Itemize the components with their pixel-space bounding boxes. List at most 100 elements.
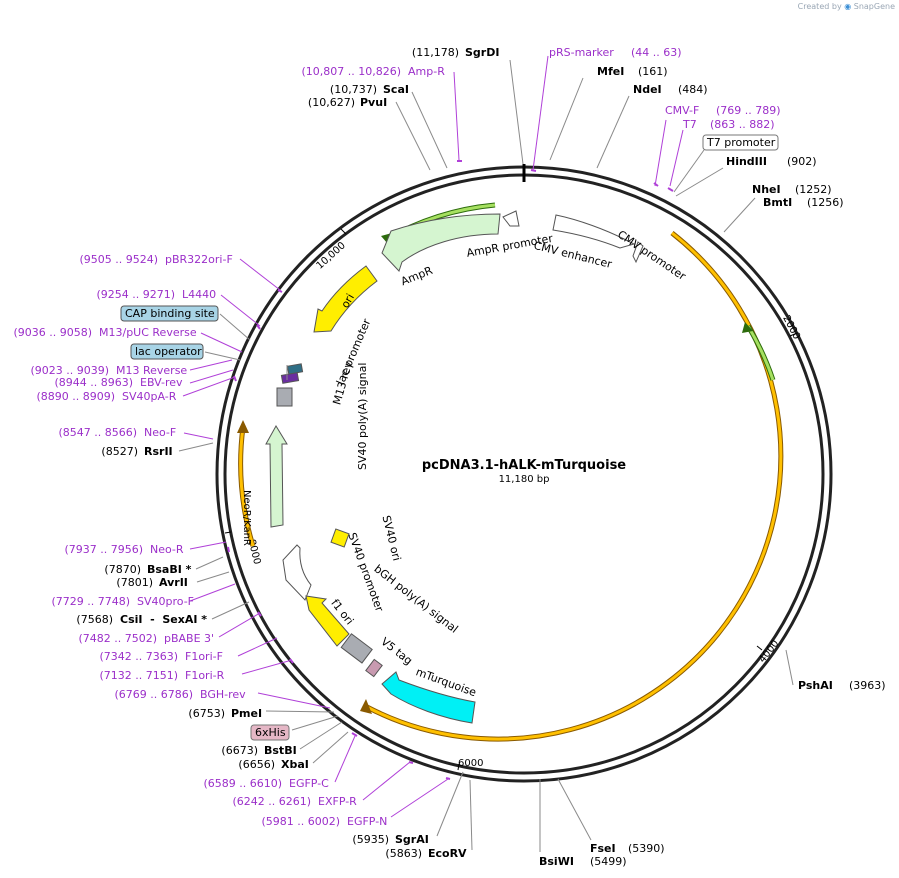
backbone [215,164,833,783]
orf-arc-right-head [360,699,372,714]
svg-text:pBABE 3': pBABE 3' [164,632,214,645]
feature-ampr [381,213,501,272]
svg-text:(7132 .. 7151): (7132 .. 7151) [99,669,178,682]
svg-text:AvrII: AvrII [159,576,188,589]
site-fsei: FseI (5390) [590,842,665,855]
plasmid-size: 11,180 bp [499,474,550,485]
svg-text:(5499): (5499) [590,855,627,868]
svg-text:(7937 .. 7956): (7937 .. 7956) [64,543,143,556]
site-ndei: NdeI (484) [633,83,708,96]
svg-text:EcoRV: EcoRV [428,847,467,860]
feature-bgh-polya [340,633,373,664]
svg-text:(7342 .. 7363): (7342 .. 7363) [99,650,178,663]
leader-lines [178,55,794,852]
svg-text:pRS-marker: pRS-marker [549,46,614,59]
svg-text:(7801): (7801) [116,576,153,589]
svg-text:(8527): (8527) [101,445,138,458]
feature-cmv-enhancer [552,214,636,249]
svg-text:(1256): (1256) [807,196,844,209]
site-pvui: (10,627) PvuI [308,96,387,109]
svg-text:(9505 .. 9524): (9505 .. 9524) [79,253,158,266]
label-sv40-polya: SV40 poly(A) signal [356,363,369,470]
svg-text:ScaI: ScaI [383,83,409,96]
position-ticks: 10,000 2000 4000 6000 8000 [224,228,802,771]
site-neo-r: (7937 .. 7956) Neo-R [64,543,183,556]
svg-text:PvuI: PvuI [360,96,387,109]
site-pbr322ori-f: (9505 .. 9524) pBR322ori-F [79,253,232,266]
site-amp-r: (10,807 .. 10,826) Amp-R [301,65,445,78]
svg-text:M13 Reverse: M13 Reverse [116,364,187,377]
site-f1ori-f: (7342 .. 7363) F1ori-F [99,650,223,663]
svg-text:(6656): (6656) [238,758,275,771]
site-xbai: (6656) XbaI [238,758,308,771]
site-t7: T7 (863 .. 882) [682,118,775,131]
feature-ampr-promoter [502,210,520,227]
site-lac-operator: lac operator [130,343,204,360]
site-sgrdi: (11,178) SgrDI [412,46,500,59]
svg-text:SV40pro-F: SV40pro-F [137,595,194,608]
site-m13-reverse: (9023 .. 9039) M13 Reverse [30,364,187,377]
site-pbabe3: (7482 .. 7502) pBABE 3' [78,632,214,645]
svg-text:(7870): (7870) [104,563,141,576]
svg-text:BsaBI *: BsaBI * [147,563,192,576]
label-ori: ori [339,292,357,311]
site-exfp-r: (6242 .. 6261) EXFP-R [232,795,357,808]
svg-text:(161): (161) [638,65,668,78]
svg-text:L4440: L4440 [182,288,216,301]
feature-f1-ori [305,595,350,647]
label-v5-tag: V5 tag [378,635,414,667]
svg-text:CMV-F: CMV-F [665,104,699,117]
svg-text:EBV-rev: EBV-rev [140,376,183,389]
label-m13-rev: M13 rev [330,359,355,406]
svg-text:(7568): (7568) [76,613,113,626]
svg-text:M13/pUC Reverse: M13/pUC Reverse [99,326,197,339]
credit-brand: SnapGene [853,2,895,11]
svg-text:PmeI: PmeI [231,707,262,720]
feature-cmv-promoter [632,241,644,264]
svg-text:SV40pA-R: SV40pA-R [122,390,177,403]
svg-text:BmtI: BmtI [763,196,792,209]
svg-text:EGFP-N: EGFP-N [347,815,387,828]
svg-text:(8547 .. 8566): (8547 .. 8566) [58,426,137,439]
site-bsiwi: BsiWI (5499) [539,855,627,868]
svg-text:T7: T7 [682,118,697,131]
svg-text:(863 .. 882): (863 .. 882) [710,118,775,131]
svg-text:(902): (902) [787,155,817,168]
svg-text:Neo-R: Neo-R [150,543,184,556]
svg-text:HindIII: HindIII [726,155,767,168]
svg-text:(5863): (5863) [385,847,422,860]
site-ebv-rev: (8944 .. 8963) EBV-rev [54,376,183,389]
site-bstbi: (6673) BstBI [221,744,296,757]
svg-text:CsiI - SexAI *: CsiI - SexAI * [120,613,207,626]
svg-text:EXFP-R: EXFP-R [318,795,357,808]
site-cmv-f: CMV-F (769 .. 789) [665,104,781,117]
site-ecorv: (5863) EcoRV [385,847,467,860]
snapgene-logo-icon: ◉ [844,2,852,11]
svg-text:(10,807 .. 10,826): (10,807 .. 10,826) [301,65,401,78]
svg-text:(9023 .. 9039): (9023 .. 9039) [30,364,109,377]
site-rsrii: (8527) RsrII [101,445,172,458]
site-6xhis: 6xHis [250,724,290,741]
svg-text:F1ori-R: F1ori-R [185,669,225,682]
credit-prefix: Created by [797,2,842,11]
site-mfei: MfeI (161) [597,65,668,78]
svg-text:EGFP-C: EGFP-C [289,777,329,790]
feature-ori [313,265,378,333]
label-cmv-enhancer: CMV enhancer [532,239,613,271]
svg-text:6xHis: 6xHis [255,726,286,739]
svg-text:pBR322ori-F: pBR322ori-F [165,253,233,266]
svg-text:BGH-rev: BGH-rev [200,688,246,701]
svg-text:F1ori-F: F1ori-F [185,650,223,663]
svg-text:(11,178): (11,178) [412,46,459,59]
svg-text:NdeI: NdeI [633,83,662,96]
svg-text:SgrDI: SgrDI [465,46,499,59]
svg-text:XbaI: XbaI [281,758,309,771]
svg-text:(6673): (6673) [221,744,258,757]
site-neo-f: (8547 .. 8566) Neo-F [58,426,176,439]
site-bsabi: (7870) BsaBI * [104,563,191,576]
svg-text:(484): (484) [678,83,708,96]
feature-m13-rev [280,372,300,384]
tick-6000: 6000 [458,758,483,769]
site-l4440: (9254 .. 9271) L4440 [96,288,216,301]
